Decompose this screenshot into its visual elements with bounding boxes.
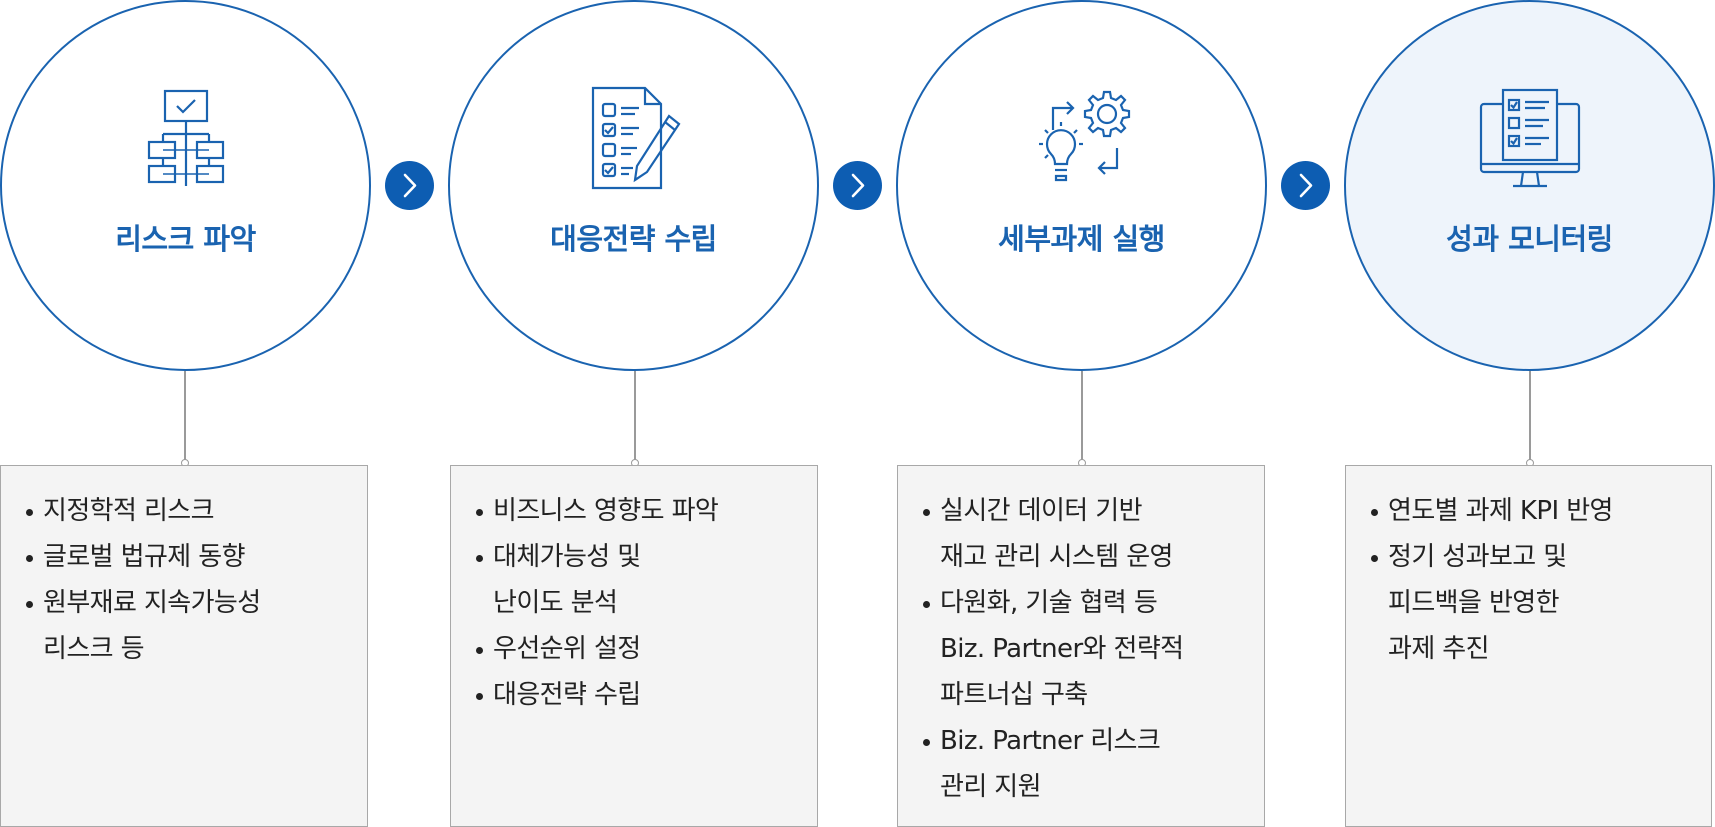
step-title: 리스크 파악 <box>115 222 256 256</box>
detail-box-task-execution: 실시간 데이터 기반 재고 관리 시스템 운영 다원화, 기술 협력 등 Biz… <box>897 465 1265 827</box>
next-arrow-button <box>1281 161 1330 210</box>
connector-line <box>1081 371 1083 461</box>
next-arrow-button <box>385 161 434 210</box>
step-circle-task-execution: 세부과제 실행 <box>896 0 1267 371</box>
list-item: 정기 성과보고 및 피드백을 반영한 과제 추진 <box>1370 534 1691 672</box>
list-item: Biz. Partner 리스크 관리 지원 <box>922 718 1244 810</box>
bullet-list: 실시간 데이터 기반 재고 관리 시스템 운영 다원화, 기술 협력 등 Biz… <box>922 488 1244 810</box>
step-circle-strategy-planning: 대응전략 수립 <box>448 0 819 371</box>
bullet-list: 연도별 과제 KPI 반영 정기 성과보고 및 피드백을 반영한 과제 추진 <box>1370 488 1691 672</box>
connector-line <box>184 371 186 461</box>
monitor-checklist-icon <box>1479 88 1580 188</box>
list-item: 다원화, 기술 협력 등 Biz. Partner와 전략적 파트너십 구축 <box>922 580 1244 718</box>
connector-line <box>1529 371 1531 461</box>
detail-box-performance-monitoring: 연도별 과제 KPI 반영 정기 성과보고 및 피드백을 반영한 과제 추진 <box>1345 465 1712 827</box>
list-item: 지정학적 리스크 <box>25 488 347 534</box>
list-item: 비즈니스 영향도 파악 <box>475 488 797 534</box>
chevron-right-icon <box>1299 173 1313 198</box>
step-circle-performance-monitoring: 성과 모니터링 <box>1344 0 1715 371</box>
list-item: 원부재료 지속가능성 리스크 등 <box>25 580 347 672</box>
step-title: 성과 모니터링 <box>1446 222 1613 256</box>
chevron-right-icon <box>403 173 417 198</box>
org-chart-check-icon <box>147 89 224 186</box>
step-circle-risk-identification: 리스크 파악 <box>0 0 371 371</box>
list-item: 연도별 과제 KPI 반영 <box>1370 488 1691 534</box>
checklist-pencil-icon <box>591 86 680 190</box>
next-arrow-button <box>833 161 882 210</box>
bullet-list: 비즈니스 영향도 파악 대체가능성 및 난이도 분석 우선순위 설정 대응전략 … <box>475 488 797 718</box>
list-item: 실시간 데이터 기반 재고 관리 시스템 운영 <box>922 488 1244 580</box>
list-item: 대체가능성 및 난이도 분석 <box>475 534 797 626</box>
detail-box-strategy-planning: 비즈니스 영향도 파악 대체가능성 및 난이도 분석 우선순위 설정 대응전략 … <box>450 465 818 827</box>
step-title: 대응전략 수립 <box>550 222 717 256</box>
list-item: 우선순위 설정 <box>475 626 797 672</box>
chevron-right-icon <box>851 173 865 198</box>
step-title: 세부과제 실행 <box>998 222 1165 256</box>
list-item: 글로벌 법규제 동향 <box>25 534 347 580</box>
detail-box-risk-identification: 지정학적 리스크 글로벌 법규제 동향 원부재료 지속가능성 리스크 등 <box>0 465 368 827</box>
gear-lightbulb-icon <box>1038 90 1130 182</box>
list-item: 대응전략 수립 <box>475 672 797 718</box>
connector-line <box>634 371 636 461</box>
bullet-list: 지정학적 리스크 글로벌 법규제 동향 원부재료 지속가능성 리스크 등 <box>25 488 347 672</box>
